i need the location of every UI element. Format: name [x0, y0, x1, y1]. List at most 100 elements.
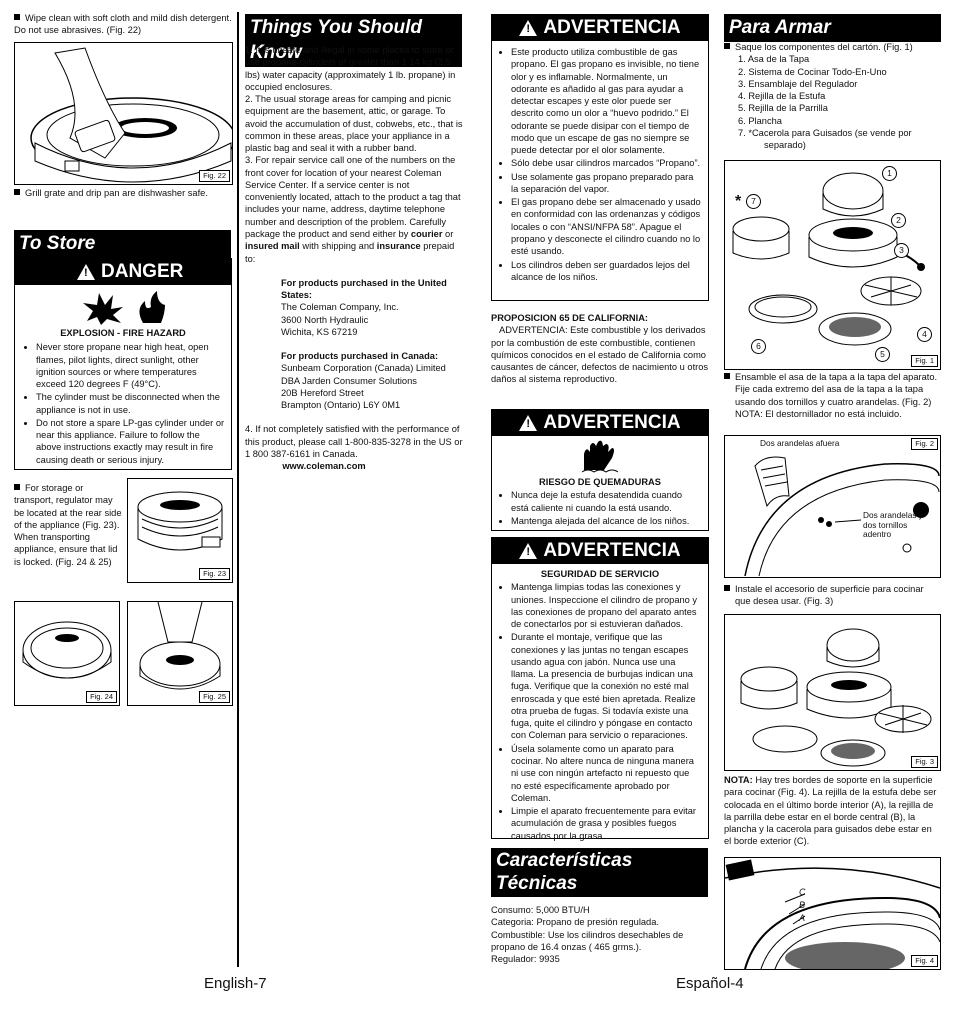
wipe-clean-text: Wipe clean with soft cloth and mild dish… [14, 12, 232, 37]
callout-6: 6 [751, 339, 766, 354]
fig2-label: Fig. 2 [911, 438, 938, 450]
parts-intro: Saque los componentes del cartón. (Fig. … [724, 41, 940, 53]
support-rims-illustration [725, 859, 940, 969]
prop65-section: PROPOSICION 65 DE CALIFORNIA: ADVERTENCI… [491, 312, 709, 386]
figure-1: 1 2 3 4 5 6 * 7 Fig. 1 [724, 160, 941, 370]
advertencia-title: ADVERTENCIA [543, 412, 681, 434]
list-item: Never store propane near high heat, open… [36, 341, 225, 390]
tech-header: Características Técnicas [491, 848, 708, 898]
prop65-title: PROPOSICION 65 DE CALIFORNIA: [491, 313, 649, 323]
parts-intro-label: Saque los componentes del cartón. (Fig. … [735, 42, 913, 52]
p3-or: or [442, 228, 454, 239]
spec-line: Regulador: 9935 [491, 954, 560, 965]
list-item: Mantenga limpias todas las conexiones y … [511, 581, 702, 630]
grill-cleaning-illustration [30, 47, 232, 183]
advertencia-bar: ADVERTENCIA [492, 538, 708, 564]
warning-triangle-icon [77, 264, 95, 280]
support-note: NOTA: Hay tres bordes de soporte en la s… [724, 774, 940, 848]
website-link[interactable]: www.coleman.com [282, 461, 366, 472]
spec-line: Categoria: Propano de presión regulada. [491, 917, 659, 928]
advertencia-title: ADVERTENCIA [543, 540, 681, 562]
callout-7: 7 [746, 194, 761, 209]
fig22-label: Fig. 22 [199, 170, 230, 182]
hazard-title: EXPLOSION - FIRE HAZARD [60, 328, 186, 338]
us-address-heading: For products purchased in the United Sta… [281, 277, 447, 301]
surface-label: Instale el accesorio de superficie para … [735, 584, 924, 607]
stored-appliance-illustration [137, 491, 223, 551]
things-p1: 1. It is unsafe and illegal in some plac… [245, 45, 456, 92]
spec-line: Consumo: 5,000 BTU/H [491, 905, 590, 915]
list-item: 6. Plancha [738, 115, 782, 126]
list-item: 3. Ensamblaje del Regulador [738, 78, 858, 89]
spec-line: Combustible: Use los cilindros desechabl… [491, 929, 684, 952]
parts-list: 1. Asa de la Tapa 2. Sistema de Cocinar … [724, 53, 940, 151]
star-mark: * [735, 193, 742, 210]
fig1-label: Fig. 1 [911, 355, 938, 367]
list-item: Do not store a spare LP-gas cylinder und… [36, 417, 225, 466]
advertencia-bar: ADVERTENCIA [492, 410, 708, 436]
list-item: Nunca deje la estufa desatendida cuando … [511, 489, 702, 514]
callout-3: 3 [894, 243, 909, 258]
carrying-appliance-illustration [139, 602, 221, 690]
service-list: Mantenga limpias todas las conexiones y … [500, 581, 702, 842]
fig4-label: Fig. 4 [911, 955, 938, 967]
figure-4: C B A Fig. 4 [724, 857, 941, 970]
handle-text: Ensamble el asa de la tapa a la tapa del… [724, 371, 940, 408]
address-line: 3600 North Hydraulic [281, 314, 369, 325]
advertencia-title: ADVERTENCIA [543, 17, 681, 39]
callout-1: 1 [882, 166, 897, 181]
handle-section: Ensamble el asa de la tapa a la tapa del… [724, 371, 940, 420]
list-item: Mantenga alejada del alcance de los niño… [511, 515, 702, 527]
warning-triangle-icon [519, 20, 538, 36]
canada-address: For products purchased in Canada: Sunbea… [281, 350, 463, 411]
storage-text: For storage or transport, regulator may … [14, 482, 122, 568]
list-item: 7. *Cacerola para Guisados (se vende por… [738, 127, 912, 151]
burn-title: RIESGO DE QUEMADURAS [539, 477, 661, 487]
things-p4: 4. If not completely satisfied with the … [245, 424, 463, 459]
p3-courier: courier [410, 228, 443, 239]
list-item: Este producto utiliza combustible de gas… [511, 46, 702, 156]
list-item: Los cilindros deben ser guardados lejos … [511, 259, 702, 284]
warning-triangle-icon [519, 415, 538, 431]
p3-end: prepaid to: [245, 241, 455, 264]
cooking-surfaces-illustration [740, 628, 932, 767]
burn-list: Nunca deje la estufa desatendida cuando … [500, 489, 702, 527]
explosion-fire-icon [83, 291, 165, 325]
list-item: El gas propano debe ser almacenado y usa… [511, 196, 702, 257]
list-item: Durante el montaje, verifique que las co… [511, 631, 702, 741]
danger-bar: DANGER [15, 259, 231, 285]
rim-label-a: A [799, 913, 806, 923]
components-illustration [732, 172, 925, 346]
things-p2: 2. The usual storage areas for camping a… [245, 94, 463, 154]
advertencia-bar: ADVERTENCIA [492, 15, 708, 41]
figure-23: Fig. 23 [127, 478, 233, 583]
p3-insurance: insurance [376, 241, 421, 252]
address-line: Sunbeam Corporation (Canada) Limited [281, 363, 446, 374]
surface-text: Instale el accesorio de superficie para … [724, 583, 940, 608]
handle-label: Ensamble el asa de la tapa a la tapa del… [735, 372, 938, 407]
note-bold: NOTA: [724, 775, 753, 785]
tech-header-line2: Técnicas [496, 873, 578, 895]
footer-espanol: Español-4 [676, 975, 744, 992]
support-note-text: NOTA: Hay tres bordes de soporte en la s… [724, 774, 940, 848]
fig23-label: Fig. 23 [199, 568, 230, 580]
fig25-label: Fig. 25 [199, 691, 230, 703]
list-item: 4. Rejilla de la Estufa [738, 91, 826, 102]
hazard-list: Never store propane near high heat, open… [25, 341, 225, 466]
storage-label: For storage or transport, regulator may … [14, 483, 122, 567]
list-item: 1. Asa de la Tapa [738, 54, 810, 65]
list-item: Limpie el aparato frecuentemente para ev… [511, 805, 702, 842]
danger-title: DANGER [101, 261, 184, 283]
grill-text: Grill grate and drip pan are dishwasher … [14, 187, 232, 199]
list-item: 2. Sistema de Cocinar Todo-En-Uno [738, 66, 887, 77]
figure-25: Fig. 25 [127, 601, 233, 706]
footer-english: English-7 [204, 975, 267, 992]
list-item: 5. Rejilla de la Parrilla [738, 103, 828, 114]
service-title: SEGURIDAD DE SERVICIO [540, 569, 660, 579]
p3-with: with shipping and [299, 241, 377, 252]
locked-lid-illustration [22, 621, 112, 679]
address-line: Brampton (Ontario) L6Y 0M1 [281, 400, 401, 411]
fig2-inner-label: Dos arandelas y dos tornillos adentro [863, 510, 923, 540]
wipe-clean-label: Wipe clean with soft cloth and mild dish… [14, 13, 232, 36]
fig2-outer-label: Dos arandelas afuera [760, 438, 840, 448]
